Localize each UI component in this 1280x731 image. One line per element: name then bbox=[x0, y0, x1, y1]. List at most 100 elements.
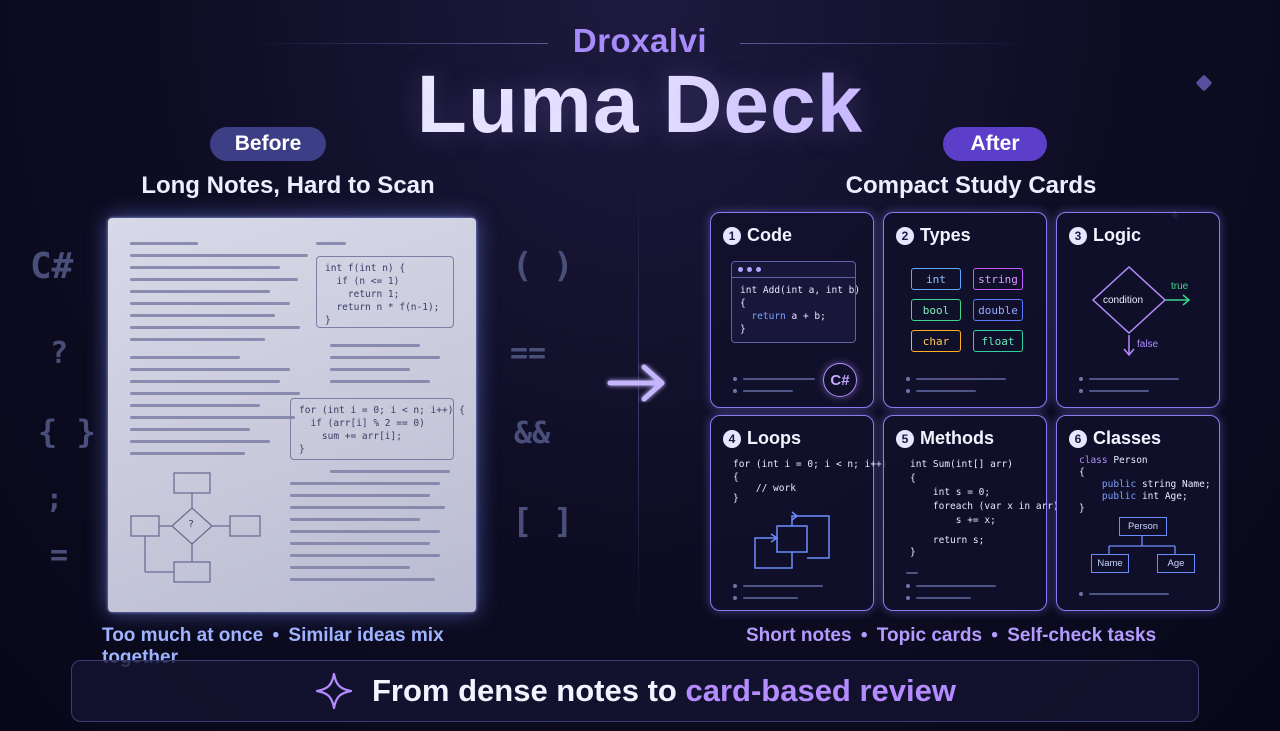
bullet-dot bbox=[906, 377, 910, 381]
note-line bbox=[290, 542, 430, 545]
section-divider bbox=[638, 170, 639, 630]
csharp-badge: C# bbox=[823, 363, 857, 397]
card-loops-title: 4 Loops bbox=[723, 428, 801, 449]
banner-text: From dense notes to card-based review bbox=[372, 673, 956, 709]
card-types-title: 2 Types bbox=[896, 225, 971, 246]
side-symbol: == bbox=[510, 336, 547, 371]
code-window-titlebar bbox=[732, 262, 855, 278]
note-line bbox=[290, 578, 435, 581]
bullet-dot bbox=[1079, 389, 1083, 393]
bullet-dot bbox=[733, 377, 737, 381]
note-line bbox=[130, 242, 198, 245]
code-line: return a + b; bbox=[740, 310, 825, 324]
note-line bbox=[130, 290, 270, 293]
note-line bbox=[130, 314, 275, 317]
card-number-badge: 2 bbox=[896, 226, 914, 245]
bullet-dot bbox=[906, 584, 910, 588]
caption-topic-cards: Topic cards bbox=[876, 625, 983, 646]
placeholder-line bbox=[1089, 593, 1169, 595]
card-code[interactable]: 1 Code int Add(int a, int b) { return a … bbox=[710, 212, 874, 408]
class-node-person: Person bbox=[1119, 517, 1167, 536]
note-line bbox=[130, 440, 270, 443]
note-line bbox=[130, 326, 300, 329]
card-methods[interactable]: 5 Methods int Sum(int[] arr) { int s = 0… bbox=[883, 415, 1059, 611]
code-text: int Age; bbox=[1136, 491, 1188, 502]
code-keyword: class bbox=[1079, 455, 1108, 466]
card-number-badge: 4 bbox=[723, 429, 741, 448]
placeholder-line bbox=[916, 390, 976, 392]
bullet-dot bbox=[906, 596, 910, 600]
card-loops[interactable]: 4 Loops for (int i = 0; i < n; i++) { //… bbox=[710, 415, 887, 611]
caption-separator: • bbox=[272, 625, 280, 646]
placeholder-line bbox=[1089, 378, 1179, 380]
note-line bbox=[330, 356, 440, 359]
placeholder-line bbox=[743, 597, 798, 599]
note-line bbox=[130, 392, 300, 395]
window-dot-icon bbox=[747, 267, 752, 272]
dense-notes-paper: int f(int n) { if (n <= 1) return 1; ret… bbox=[108, 218, 476, 612]
card-classes[interactable]: 6 Classes class Person { public string N… bbox=[1056, 415, 1220, 611]
class-node-age: Age bbox=[1157, 554, 1195, 573]
code-line: for (int i = 0; i < n; i++) bbox=[733, 459, 888, 470]
sparkle-star-icon bbox=[315, 672, 353, 710]
bottom-banner: From dense notes to card-based review bbox=[71, 660, 1199, 722]
code-line: // work bbox=[733, 483, 796, 494]
note-line bbox=[290, 566, 410, 569]
condition-label: condition bbox=[1103, 295, 1144, 306]
class-tree-diagram bbox=[1108, 536, 1176, 554]
card-classes-title: 6 Classes bbox=[1069, 428, 1161, 449]
after-subtitle: Compact Study Cards bbox=[845, 172, 1097, 199]
banner-text-plain: From dense notes to bbox=[371, 673, 686, 708]
header-rule-left bbox=[248, 43, 548, 44]
caption-self-check: Self-check tasks bbox=[1007, 625, 1157, 646]
code-window: int Add(int a, int b) { return a + b; } bbox=[731, 261, 860, 343]
card-title-text: Loops bbox=[747, 428, 801, 448]
loop-cycle-icon bbox=[754, 511, 830, 569]
note-line bbox=[130, 368, 290, 371]
code-line: foreach (var x in arr) bbox=[910, 501, 1059, 512]
card-types[interactable]: 2 Types int string bool double char floa… bbox=[883, 212, 1047, 408]
bullet-dot bbox=[1079, 377, 1083, 381]
caption-separator: • bbox=[991, 625, 998, 646]
banner-text-highlight: card-based review bbox=[685, 673, 956, 708]
note-line bbox=[330, 470, 450, 473]
note-line bbox=[316, 242, 346, 245]
side-symbol: && bbox=[514, 416, 551, 451]
code-keyword: public bbox=[1101, 479, 1137, 490]
side-symbol: C# bbox=[30, 246, 74, 287]
card-logic[interactable]: 3 Logic condition true false bbox=[1056, 212, 1220, 408]
code-keyword: public bbox=[1101, 491, 1137, 502]
window-dot-icon bbox=[738, 267, 743, 272]
brand-name: Droxalvi bbox=[572, 22, 708, 59]
bullet-dot bbox=[733, 596, 737, 600]
card-methods-title: 5 Methods bbox=[896, 428, 994, 449]
code-text: Person bbox=[1107, 455, 1148, 466]
code-line: { bbox=[910, 473, 916, 484]
placeholder-line bbox=[906, 572, 918, 574]
note-line bbox=[130, 338, 265, 341]
caption-too-much: Too much at once bbox=[102, 625, 264, 646]
side-symbol: ? bbox=[50, 336, 69, 371]
caption-short-notes: Short notes bbox=[746, 625, 852, 646]
card-number-badge: 1 bbox=[723, 226, 741, 245]
before-subtitle: Long Notes, Hard to Scan bbox=[141, 172, 435, 199]
card-title-text: Types bbox=[920, 225, 971, 245]
flowchart-question: ? bbox=[188, 519, 195, 530]
note-line bbox=[130, 416, 295, 419]
placeholder-line bbox=[916, 597, 971, 599]
note-line bbox=[130, 380, 280, 383]
note-line bbox=[130, 302, 290, 305]
card-title-text: Logic bbox=[1093, 225, 1141, 245]
placeholder-line bbox=[743, 390, 793, 392]
false-label: false bbox=[1137, 339, 1159, 350]
notes-code-recursion: int f(int n) { if (n <= 1) return 1; ret… bbox=[316, 256, 454, 328]
type-chip-int: int bbox=[911, 268, 961, 290]
type-chip-char: char bbox=[911, 330, 961, 352]
arrow-right-icon bbox=[607, 364, 665, 402]
placeholder-line bbox=[916, 378, 1006, 380]
code-line: { bbox=[733, 472, 739, 483]
code-line: } bbox=[733, 493, 739, 504]
side-symbol: [ ] bbox=[512, 502, 574, 542]
code-line: s += x; bbox=[910, 515, 996, 526]
notes-flowchart bbox=[130, 472, 261, 583]
